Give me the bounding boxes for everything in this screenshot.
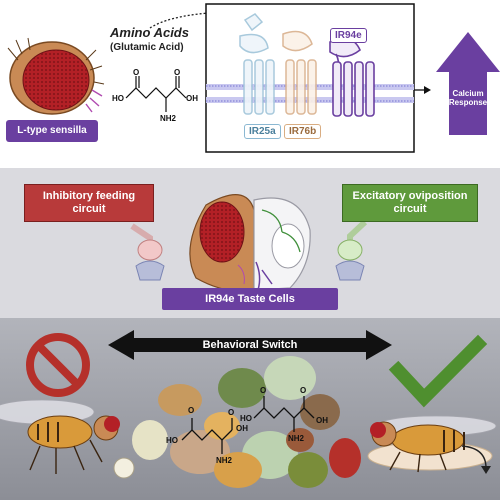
ir25a-tag: IR25a (244, 124, 281, 139)
bottom-section (0, 318, 500, 500)
inhibitory-feeding-box: Inhibitory feeding circuit (24, 184, 154, 222)
food-pile-icon (132, 356, 361, 488)
calcium-response-label: Calcium Response (448, 88, 488, 107)
calcium-arrow-head (424, 86, 431, 94)
chem-ho: HO (112, 94, 124, 103)
chem-b-ho1: HO (166, 436, 178, 445)
glutamate-structure-left (181, 418, 233, 454)
chem-b-o1: O (188, 406, 195, 415)
fly-head-icon (7, 37, 105, 115)
feeding-fly-icon (0, 399, 135, 479)
chem-b-nh2-2: NH2 (288, 434, 305, 443)
glutamate-structure-right (253, 396, 315, 432)
excitatory-synapse-icon (335, 239, 365, 281)
ovipositing-fly-icon (367, 415, 497, 474)
calcium-response-arrow (436, 32, 500, 135)
taste-cells-box: IR94e Taste Cells (162, 288, 338, 310)
amino-acids-title: Amino Acids (110, 25, 189, 40)
behavioral-switch-arrow (108, 330, 392, 360)
fly-brain-icon (189, 194, 311, 292)
chem-nh2: NH2 (160, 114, 177, 123)
chem-o-right: O (174, 68, 181, 77)
ir25a-receptor-icon (239, 13, 275, 115)
chem-o-left: O (133, 68, 140, 77)
ir76b-tag: IR76b (284, 124, 322, 139)
chem-b-ho2: HO (240, 414, 252, 423)
chem-b-oh2: OH (316, 416, 328, 425)
sensilla-label-box: L-type sensilla (6, 120, 98, 142)
chem-b-o3: O (260, 386, 267, 395)
ir94e-tag: IR94e (330, 28, 367, 43)
prohibition-icon (26, 333, 90, 397)
check-icon (388, 334, 488, 408)
ir76b-receptor-icon (282, 30, 317, 115)
behavioral-switch-label: Behavioral Switch (202, 338, 298, 351)
glutamic-acid-subtitle: (Glutamic Acid) (110, 42, 184, 53)
inhibitory-synapse-icon (135, 239, 165, 281)
chem-b-o4: O (300, 386, 307, 395)
chem-b-o2: O (228, 408, 235, 417)
glutamic-acid-structure (125, 76, 187, 112)
chem-b-nh2-1: NH2 (216, 456, 233, 465)
chem-b-oh1: OH (236, 424, 248, 433)
chem-oh: OH (186, 94, 198, 103)
excitatory-oviposition-box: Excitatory oviposition circuit (342, 184, 478, 222)
